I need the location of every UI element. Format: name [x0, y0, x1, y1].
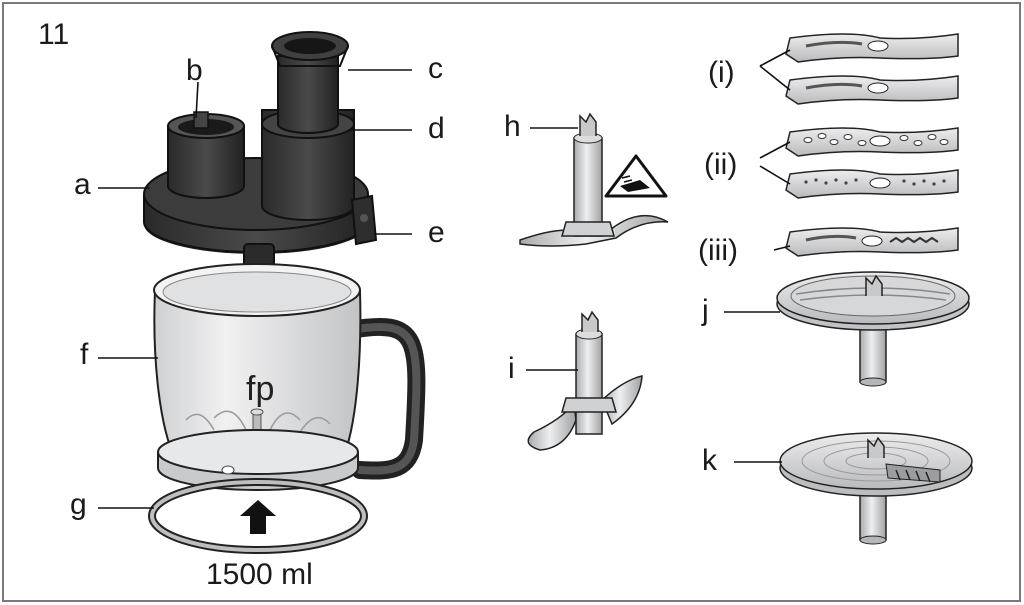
label-h: h — [504, 110, 521, 143]
slicing-inserts — [785, 33, 959, 105]
label-c: c — [428, 52, 443, 85]
figure-number: 11 — [38, 18, 70, 51]
label-shredding-inserts: (ii) — [704, 148, 738, 181]
lid-assembly — [143, 31, 378, 269]
label-slicing-inserts: (i) — [708, 56, 735, 89]
label-g: g — [70, 488, 87, 521]
whipping-blade-i — [527, 310, 643, 451]
label-d: d — [428, 112, 445, 145]
bowl-assembly — [148, 263, 426, 554]
grating-insert — [785, 227, 959, 257]
label-a: a — [74, 168, 91, 201]
leader-lines — [98, 49, 791, 509]
label-grating-insert: (iii) — [698, 234, 738, 267]
label-k: k — [702, 444, 717, 477]
chopping-blade-h — [519, 112, 669, 247]
bowl-marking-fp: fp — [246, 370, 275, 408]
label-e: e — [428, 216, 445, 249]
label-j: j — [702, 294, 709, 327]
label-b: b — [186, 54, 203, 87]
bowl-capacity: 1500 ml — [206, 558, 313, 591]
shredding-inserts — [785, 127, 959, 199]
label-f: f — [80, 338, 89, 371]
label-i: i — [508, 352, 515, 385]
slicing-disc-k — [779, 432, 973, 545]
sharp-blade-warning-icon — [604, 154, 668, 198]
up-arrow-icon — [240, 500, 276, 534]
insert-holder-disc-j — [776, 271, 970, 387]
